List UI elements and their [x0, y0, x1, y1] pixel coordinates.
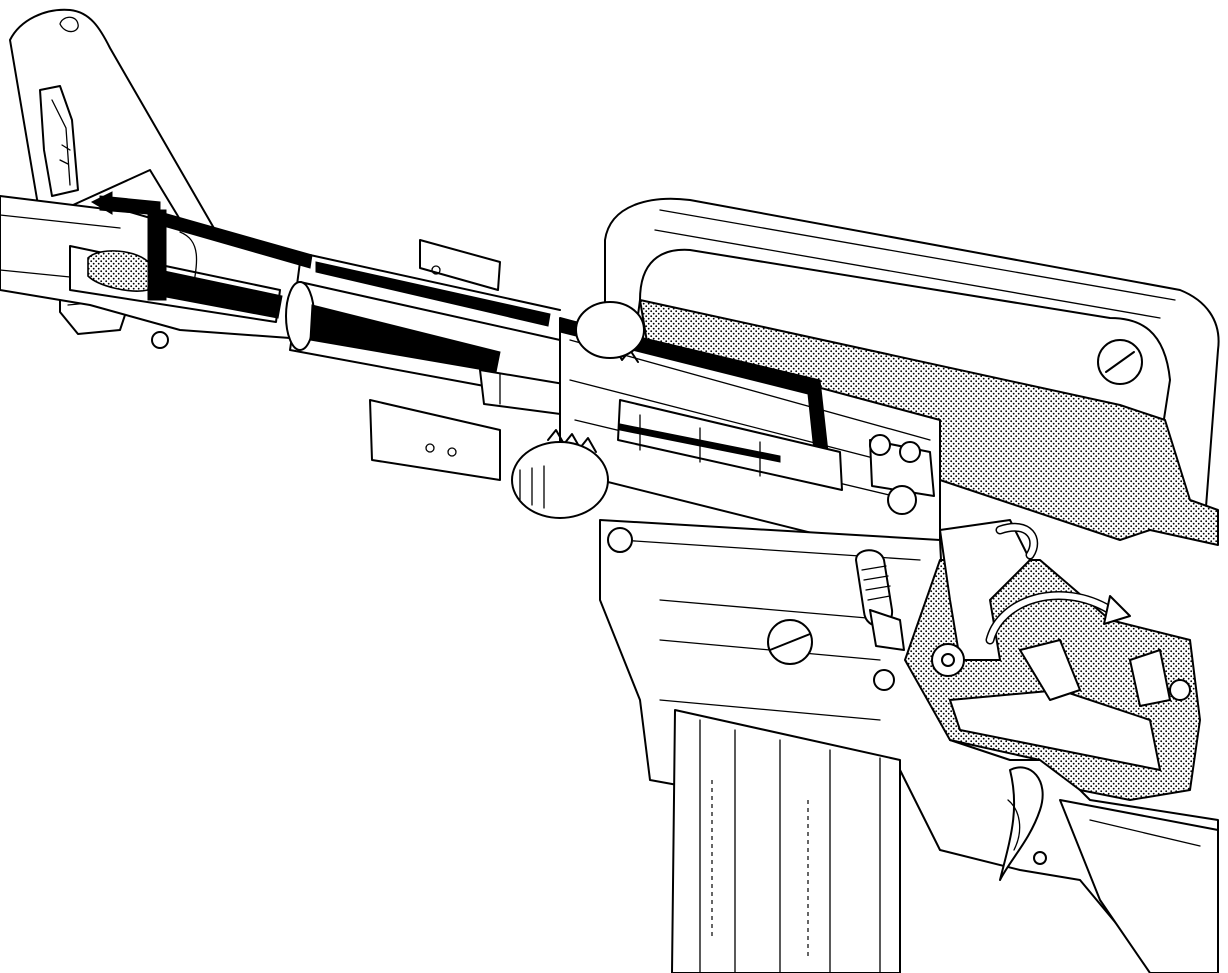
barrel-mid-section [285, 254, 607, 421]
lower-receiver [599, 519, 1219, 961]
magazine [671, 709, 901, 973]
barrel-nut [369, 239, 645, 519]
front-sight [9, 8, 216, 349]
pistol-grip [1059, 799, 1219, 973]
barrel-front-section [0, 191, 313, 339]
upper-receiver-section [547, 299, 1219, 556]
carry-handle [604, 197, 1220, 521]
trigger-group [904, 519, 1201, 881]
